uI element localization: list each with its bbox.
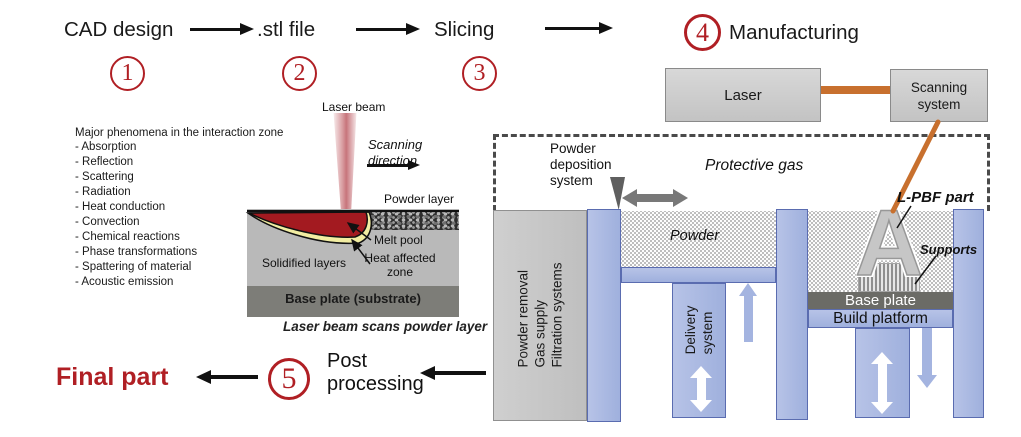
step-4-label: Manufacturing [729, 21, 859, 44]
base-plate-substrate-label: Base plate (substrate) [285, 291, 421, 306]
powder-label: Powder [670, 228, 720, 244]
scanning-direction-label: Scanning direction [368, 137, 423, 168]
step-3-label: Slicing [434, 18, 495, 41]
phenomena-item: - Radiation [75, 186, 131, 198]
interaction-caption: Laser beam scans powder layer [283, 319, 488, 334]
powder-supply-bed [621, 211, 776, 267]
protective-gas-label: Protective gas [705, 157, 804, 174]
platform-down-arrow-icon [917, 328, 937, 388]
powder-layer-texture [365, 211, 459, 230]
aux-systems-label: Powder removal Gas supply Filtration sys… [515, 262, 565, 368]
flow-arrow-2-icon [356, 23, 420, 35]
phenomena-item: - Scattering [75, 171, 134, 183]
powder-deposition-label: Powder deposition system [550, 141, 612, 188]
step-2-badge: 2 [282, 56, 317, 91]
lpbf-part-label: L-PBF part [897, 189, 974, 206]
laser-beam-label: Laser beam [322, 100, 386, 114]
powder-layer-label: Powder layer [384, 192, 455, 206]
phenomena-title: Major phenomena in the interaction zone [75, 127, 284, 139]
recoater-travel-arrow-icon [622, 189, 688, 207]
scanning-system-box: Scanning system [890, 69, 988, 122]
build-chamber-outline [493, 134, 990, 211]
step-4-badge: 4 [684, 14, 721, 51]
laser-to-scanner-beam-icon [821, 86, 890, 94]
heat-affected-zone-label: Heat affected zone [364, 251, 436, 279]
phenomena-item: - Spattering of material [75, 261, 192, 273]
step-5-label: Post processing [327, 350, 424, 395]
step-1-badge: 1 [110, 56, 145, 91]
laser-unit-box: Laser [665, 68, 821, 122]
base-plate-substrate-block [247, 286, 459, 317]
phenomena-item: - Phase transformations [75, 246, 198, 258]
phenomena-item: - Absorption [75, 141, 137, 153]
delivery-piston-arrow-icon [690, 366, 712, 412]
build-platform-bar: Build platform [808, 309, 953, 328]
step-1-label: CAD design [64, 18, 174, 41]
delivery-system-label: Delivery system [683, 305, 715, 355]
supports-label: Supports [920, 242, 978, 257]
phenomena-list: - Absorption - Reflection - Scattering -… [75, 140, 197, 290]
aux-systems-box [493, 210, 587, 421]
chamber-wall-center [776, 209, 808, 420]
melt-pool-label: Melt pool [374, 233, 423, 247]
chamber-wall-right [953, 209, 984, 418]
printed-part-letter: A [854, 190, 923, 295]
phenomena-item: - Reflection [75, 156, 134, 168]
final-part-label: Final part [56, 363, 169, 391]
flow-arrow-post-icon [420, 366, 486, 380]
flow-arrow-3-icon [545, 22, 613, 34]
phenomena-item: - Heat conduction [75, 201, 166, 213]
build-piston-arrow-icon [871, 352, 893, 414]
flow-arrow-final-icon [196, 370, 258, 384]
base-plate-bar: Base plate [808, 292, 953, 309]
powder-feed-up-arrow-icon [739, 283, 757, 342]
phenomena-item: - Chemical reactions [75, 231, 180, 243]
supply-platform-plate [621, 267, 776, 283]
flow-arrow-1-icon [190, 23, 254, 35]
step-3-badge: 3 [462, 56, 497, 91]
solidified-layers-label: Solidified layers [262, 256, 347, 270]
phenomena-item: - Convection [75, 216, 140, 228]
laser-beam-icon [333, 113, 357, 210]
chamber-wall-left [587, 209, 621, 422]
scanning-direction-arrow-icon [367, 160, 420, 171]
step-5-badge: 5 [268, 358, 310, 400]
phenomena-item: - Acoustic emission [75, 276, 174, 288]
step-2-label: .stl file [257, 18, 316, 41]
